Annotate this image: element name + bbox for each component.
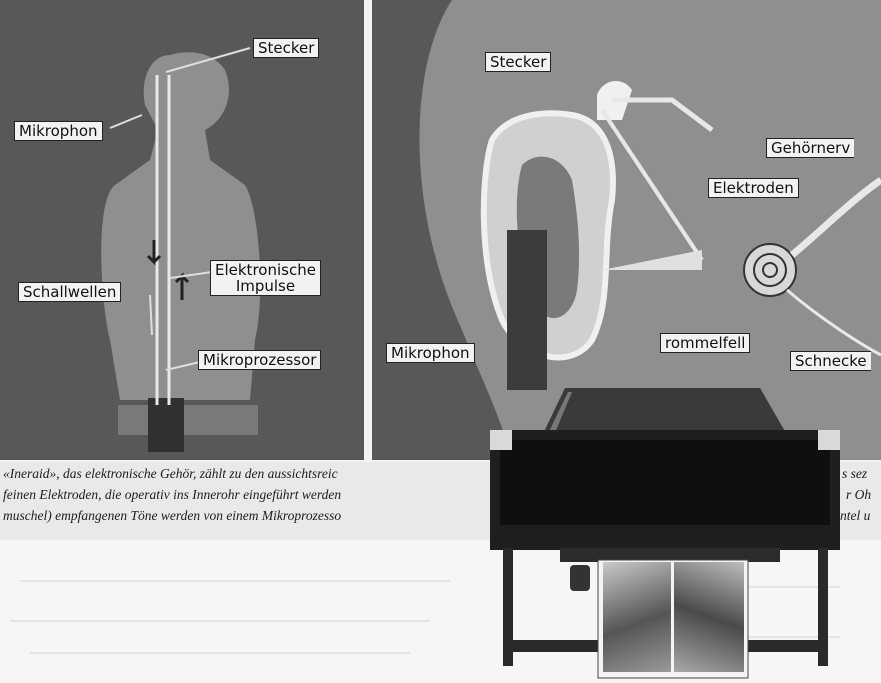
label-stecker-right: Stecker [485,52,551,72]
label-elektroden: Elektroden [708,178,799,198]
label-mikrophon-left: Mikrophon [14,121,103,141]
label-gehoernerv: Gehörnerv [766,138,854,158]
printed-photo-1 [603,562,671,672]
label-schnecke: Schnecke [790,351,871,371]
label-schallwellen: Schallwellen [18,282,121,302]
ear-cross-section-illustration [372,0,881,460]
printed-photo-2 [674,562,744,672]
label-stecker-left: Stecker [253,38,319,58]
caption-line-3: muschel) empfangenen Töne werden von ein… [3,508,341,524]
label-aeusseres-truncated: äuss [568,394,612,414]
caption-line-2-right: r Oh [846,487,871,503]
left-illustration-panel: Stecker Mikrophon Elektronische Impulse … [0,0,364,460]
caption-line-2: feinen Elektroden, die operativ ins Inne… [3,487,341,503]
label-trommelfell: rommelfell [660,333,750,353]
label-impulse: Impulse [236,277,295,295]
human-body-illustration [0,0,364,460]
caption-line-1: «Ineraid», das elektronische Gehör, zähl… [3,466,338,482]
right-illustration-panel: Stecker Gehörnerv Elektroden Mikrophon r… [372,0,881,460]
caption-line-3-right: ntel u [840,508,870,524]
blank-paper-area [0,540,881,683]
article-caption: «Ineraid», das elektronische Gehör, zähl… [0,462,881,540]
label-elektronische-impulse: Elektronische Impulse [210,260,321,296]
caption-line-1-right: s sez [842,466,867,482]
label-mikrophon-right: Mikrophon [386,343,475,363]
label-mikroprozessor: Mikroprozessor [198,350,321,370]
